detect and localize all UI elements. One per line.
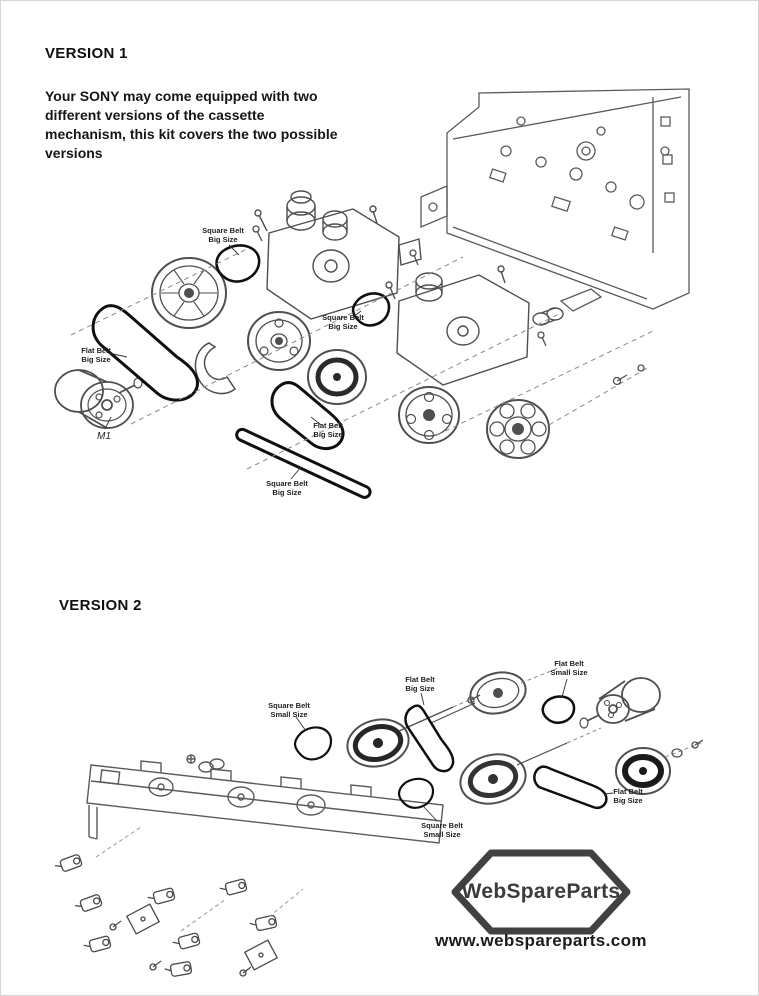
square-belt-small-1 <box>293 726 333 761</box>
clamp-bracket <box>194 342 237 395</box>
label-leaders-v2 <box>295 678 614 822</box>
square-belt-big-3 <box>235 427 372 499</box>
version2-heading: VERSION 2 <box>59 597 142 614</box>
v2-motor <box>579 677 661 729</box>
flywheel-2 <box>307 349 367 405</box>
version1-description: Your SONY may come equipped with two dif… <box>45 88 338 161</box>
part-label-flat-belt-big-v2-2: Flat Belt Big Size <box>613 787 643 806</box>
belts-v2 <box>293 695 608 809</box>
square-belt-big-2 <box>351 292 391 327</box>
v2-pulley-2 <box>469 671 527 715</box>
part-label-square-belt-big-2: Square Belt Big Size <box>322 313 364 332</box>
square-belt-big-1 <box>215 244 261 283</box>
logo-text: WebSpareParts <box>461 880 621 903</box>
part-label-flat-belt-big-1: Flat Belt Big Size <box>81 346 111 365</box>
hexagon-logo-icon <box>451 849 631 935</box>
right-pulley-a <box>398 386 460 444</box>
version1-heading: VERSION 1 <box>45 45 128 62</box>
part-label-square-belt-big-1: Square Belt Big Size <box>202 226 244 245</box>
flywheel-1 <box>247 311 311 371</box>
part-label-motor-m1: M1 <box>97 431 111 442</box>
version2-diagram <box>54 666 704 977</box>
part-label-square-belt-small-2: Square Belt Small Size <box>421 821 463 840</box>
mechanism-block-2 <box>385 265 564 386</box>
flat-belt-big-1 <box>91 304 199 402</box>
v2-pulley-4 <box>615 747 671 795</box>
right-pulley-b <box>486 399 550 459</box>
flat-belt-small-1 <box>541 695 576 724</box>
part-label-square-belt-small-1: Square Belt Small Size <box>268 701 310 720</box>
v2-screw-2 <box>671 739 704 758</box>
version1-diagram <box>54 88 690 499</box>
mechanism-block-1 <box>254 190 422 320</box>
v2-pulley-3 <box>459 753 527 805</box>
square-belt-small-2 <box>397 777 435 809</box>
plates-and-screws <box>109 903 279 977</box>
alignment-dashes-v1 <box>70 248 654 470</box>
webspareparts-logo: WebSpareParts <box>449 847 633 937</box>
motor-m1 <box>54 369 143 429</box>
alignment-dashes-v2 <box>95 826 304 932</box>
flat-belt-big-v2-2 <box>533 765 608 809</box>
left-pulley <box>151 257 227 329</box>
flat-belt-big-v2-1 <box>404 704 455 773</box>
part-label-square-belt-big-3: Square Belt Big Size <box>266 479 308 498</box>
chassis-panel <box>420 88 690 312</box>
screws-v1 <box>252 225 645 386</box>
latch-parts <box>54 854 278 977</box>
label-leaders-v1 <box>104 244 362 480</box>
part-label-flat-belt-big-v2-1: Flat Belt Big Size <box>405 675 435 694</box>
belts-v1 <box>91 244 391 499</box>
chassis-channel <box>86 754 444 844</box>
flat-belt-big-2 <box>270 381 345 451</box>
part-label-flat-belt-big-2: Flat Belt Big Size <box>313 421 343 440</box>
v2-pulley-1 <box>346 718 410 768</box>
website-url: www.webspareparts.com <box>435 931 647 950</box>
part-label-flat-belt-small-1: Flat Belt Small Size <box>550 659 588 678</box>
